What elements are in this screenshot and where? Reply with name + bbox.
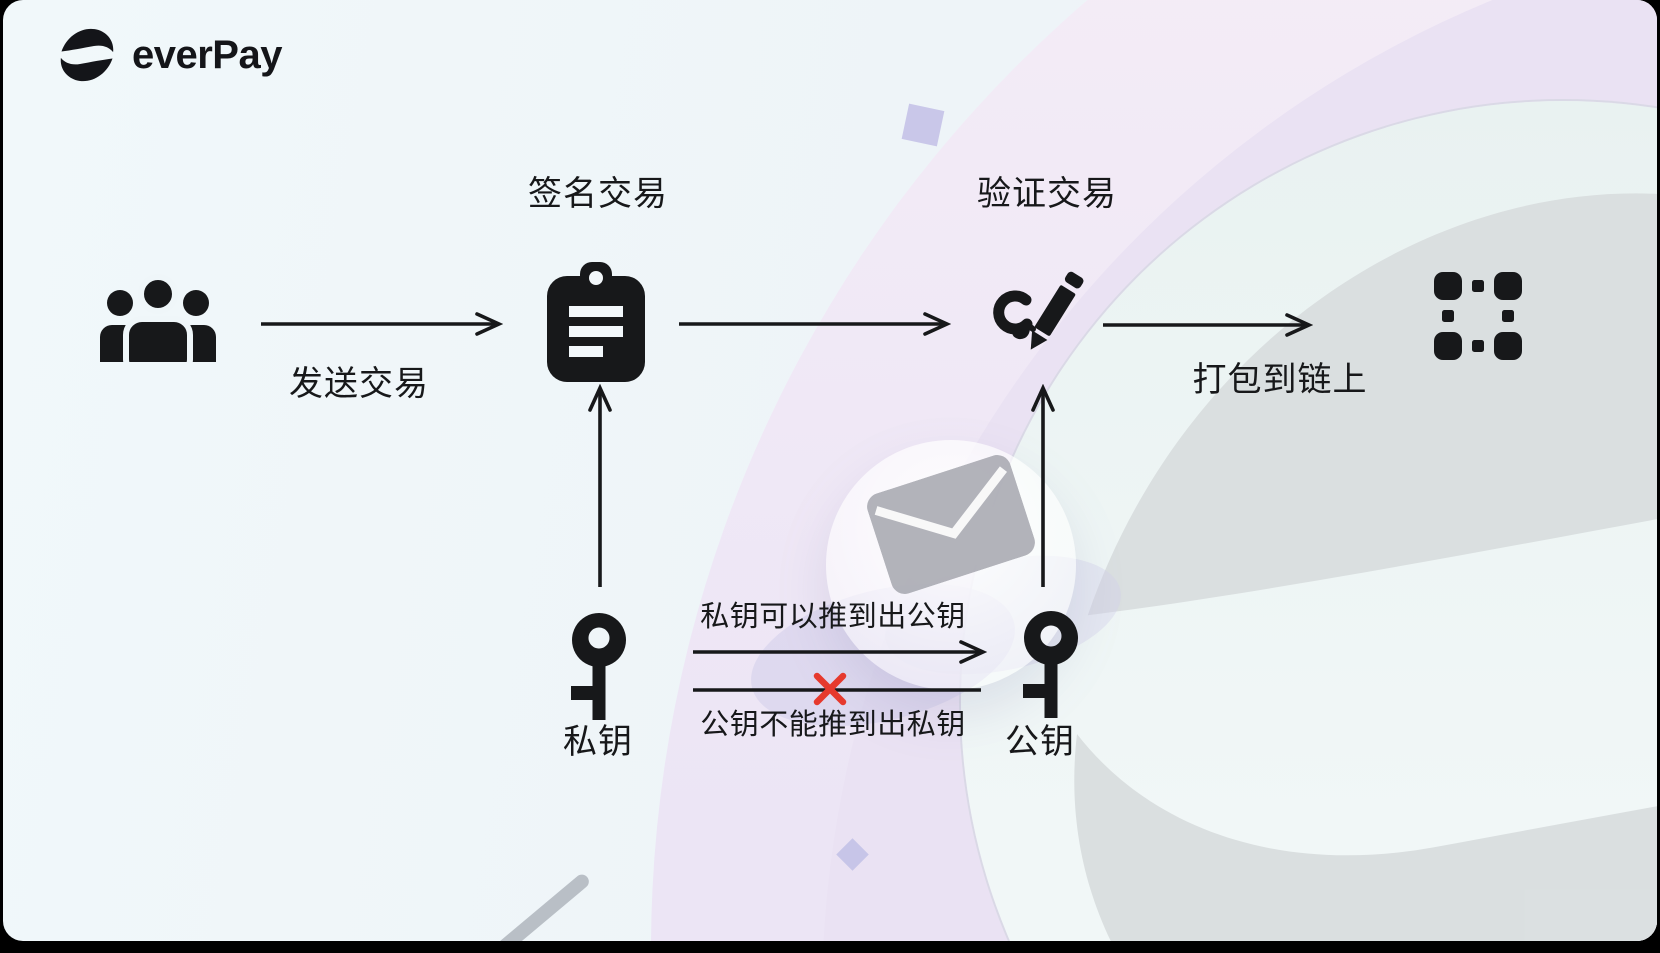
label-verify-transaction: 验证交易 (977, 175, 1117, 213)
arrow-to-verify (679, 312, 951, 336)
everpay-watermark-icon (1074, 193, 1657, 941)
red-x-icon (813, 672, 847, 706)
arrow-send-transaction (261, 312, 503, 336)
key-icon (571, 613, 627, 720)
everpay-logo: everPay (58, 26, 282, 84)
everpay-swirl-icon (60, 28, 114, 82)
logo-text: everPay (132, 32, 282, 77)
label-pack-on-chain: 打包到链上 (1192, 361, 1368, 399)
blockchain-blocks-icon (1434, 272, 1522, 360)
line-derive-private-key-blocked (693, 688, 981, 692)
users-icon (100, 274, 216, 362)
arrow-pack-on-chain (1103, 313, 1313, 337)
signature-pen-icon (993, 271, 1084, 350)
confetti-square (901, 103, 945, 147)
label-send-transaction: 发送交易 (289, 365, 429, 403)
arrow-private-key-to-sign (588, 384, 612, 587)
label-derive-cannot: 公钥不能推到出私钥 (700, 709, 966, 741)
label-derive-can: 私钥可以推到出公钥 (700, 601, 966, 633)
key-icon (1023, 611, 1079, 718)
arrow-derive-public-key (693, 640, 987, 664)
label-sign-transaction: 签名交易 (528, 175, 668, 213)
arrow-public-key-to-verify (1031, 384, 1055, 587)
label-public-key: 公钥 (1005, 723, 1075, 761)
confetti-stick (492, 871, 592, 941)
label-private-key: 私钥 (563, 723, 633, 761)
clipboard-icon (547, 262, 645, 382)
envelope-icon (867, 455, 1035, 594)
slide-panel: everPay (3, 0, 1657, 941)
